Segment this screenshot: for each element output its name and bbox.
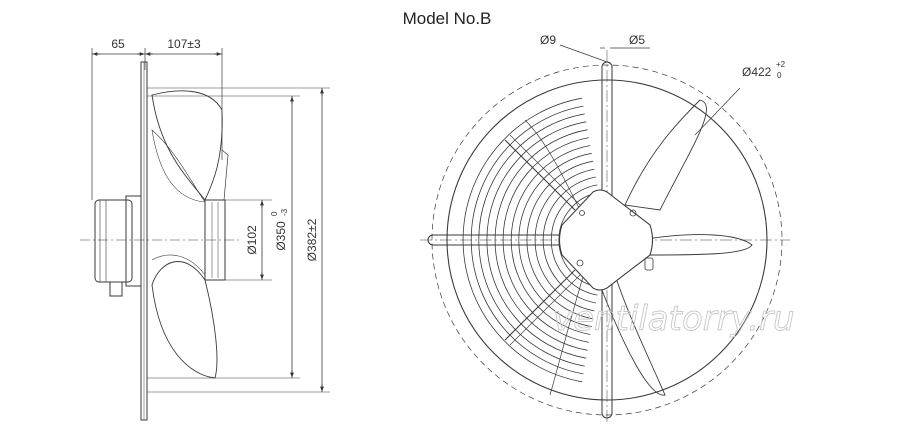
dim-9-label: Ø9 [540, 33, 556, 47]
guard-ring [478, 113, 585, 367]
side-view [80, 48, 330, 421]
dim-350-label: Ø350 [274, 221, 288, 251]
dim-102-label: Ø102 [245, 225, 259, 255]
dim-382-label: Ø382±2 [305, 218, 319, 261]
dim-65-label: 65 [111, 37, 125, 51]
guard-ring [486, 121, 587, 359]
dim-422-tol-upper: +2 [776, 60, 786, 69]
guard-ring [502, 137, 589, 343]
guard-ring [558, 192, 599, 288]
dim-5-label: Ø5 [629, 33, 645, 47]
dim-350-tol-upper: 0 [270, 211, 279, 216]
guard-ring [462, 97, 583, 383]
dim-350-tol-lower: -3 [280, 208, 289, 216]
dim-422-tol-lower: 0 [777, 71, 782, 80]
front-view [420, 44, 790, 425]
dim-107-label: 107±3 [167, 37, 201, 51]
drawing-title: Model No.B [403, 9, 492, 28]
guard-ring [518, 152, 592, 328]
guard-ring [534, 168, 595, 312]
dim-422-label: Ø422 [742, 65, 772, 79]
guard-ring [470, 105, 584, 375]
guard-ring [494, 129, 588, 351]
guard-ring [550, 184, 598, 296]
guard-ring [542, 176, 596, 304]
watermark-text: ventilatorry.ru [553, 299, 795, 339]
guard-ring [526, 160, 594, 320]
